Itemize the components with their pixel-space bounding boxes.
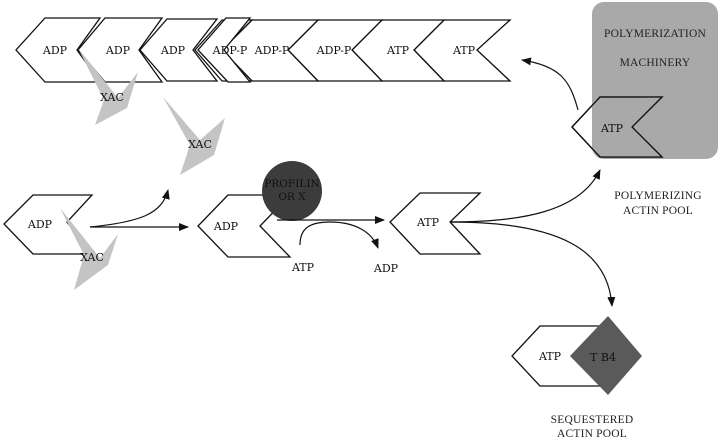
xac-released: XAC [163, 97, 225, 175]
subunit-label: ATP [452, 44, 476, 57]
adp-out-label: ADP [373, 262, 399, 275]
subunit-label: ADP-P [212, 44, 248, 57]
xac-on-monomer: XAC [60, 208, 118, 290]
arrow-xac-release [89, 189, 170, 228]
subunit-label: ADP-P [254, 44, 290, 57]
monomer-label: ADP [213, 220, 239, 233]
arrow-adp-release [299, 221, 379, 249]
atp-in-label: ATP [291, 261, 315, 274]
subunit-label: ATP [386, 44, 410, 57]
sequestered-monomer: ATP [511, 325, 601, 387]
polymerizing-pool-line1: POLYMERIZING [614, 190, 702, 202]
sequestered-pool-line1: SEQUESTERED [551, 414, 634, 426]
profilin-circle [262, 161, 322, 221]
machinery-title-line1: POLYMERIZATION [604, 28, 706, 40]
sequestered-monomer-label: ATP [538, 350, 562, 363]
arrow-to-polymerizing-pool [450, 169, 601, 223]
sequestered-pool-line2: ACTIN POOL [557, 428, 627, 440]
subunit-label: ADP-P [316, 44, 352, 57]
xac-label: XAC [188, 138, 212, 151]
machinery-monomer-label: ATP [600, 122, 624, 135]
xac-on-filament: XAC [78, 48, 138, 125]
xac-label: XAC [100, 91, 124, 104]
atp-monomer: ATP [389, 192, 482, 255]
filament-subunit: ADP-P [194, 17, 254, 83]
machinery-monomer: ATP [571, 96, 664, 158]
thymosin-b4: T B4 [570, 316, 642, 395]
subunit-label: ADP [160, 44, 186, 57]
machinery-title-line2: MACHINERY [620, 57, 691, 69]
profilin-label-line2: OR X [278, 191, 306, 203]
arrow-to-sequestered-pool [450, 221, 616, 307]
tb4-diamond [570, 316, 642, 395]
adp-profilin-monomer: ADP [197, 194, 292, 258]
adp-xac-monomer: ADP [3, 194, 94, 255]
filament-subunit: ADP [77, 17, 164, 83]
monomer-label: ADP [27, 218, 53, 231]
subunit-label: ADP [42, 44, 68, 57]
tb4-label: T B4 [590, 351, 616, 364]
profilin: PROFILIN OR X [262, 161, 322, 221]
actin-filament: ATP ATP ADP-P ADP-P ADP-P ADP ADP [15, 17, 512, 83]
filament-subunit: ADP-P [221, 19, 320, 82]
xac-label: XAC [80, 251, 104, 264]
subunit-label: ADP [105, 44, 131, 57]
filament-subunit: ADP [139, 18, 219, 82]
arrow-to-filament [521, 57, 579, 111]
monomer-label: ATP [416, 216, 440, 229]
polymerizing-pool-line2: ACTIN POOL [623, 205, 693, 217]
profilin-label-line1: PROFILIN [264, 178, 319, 190]
